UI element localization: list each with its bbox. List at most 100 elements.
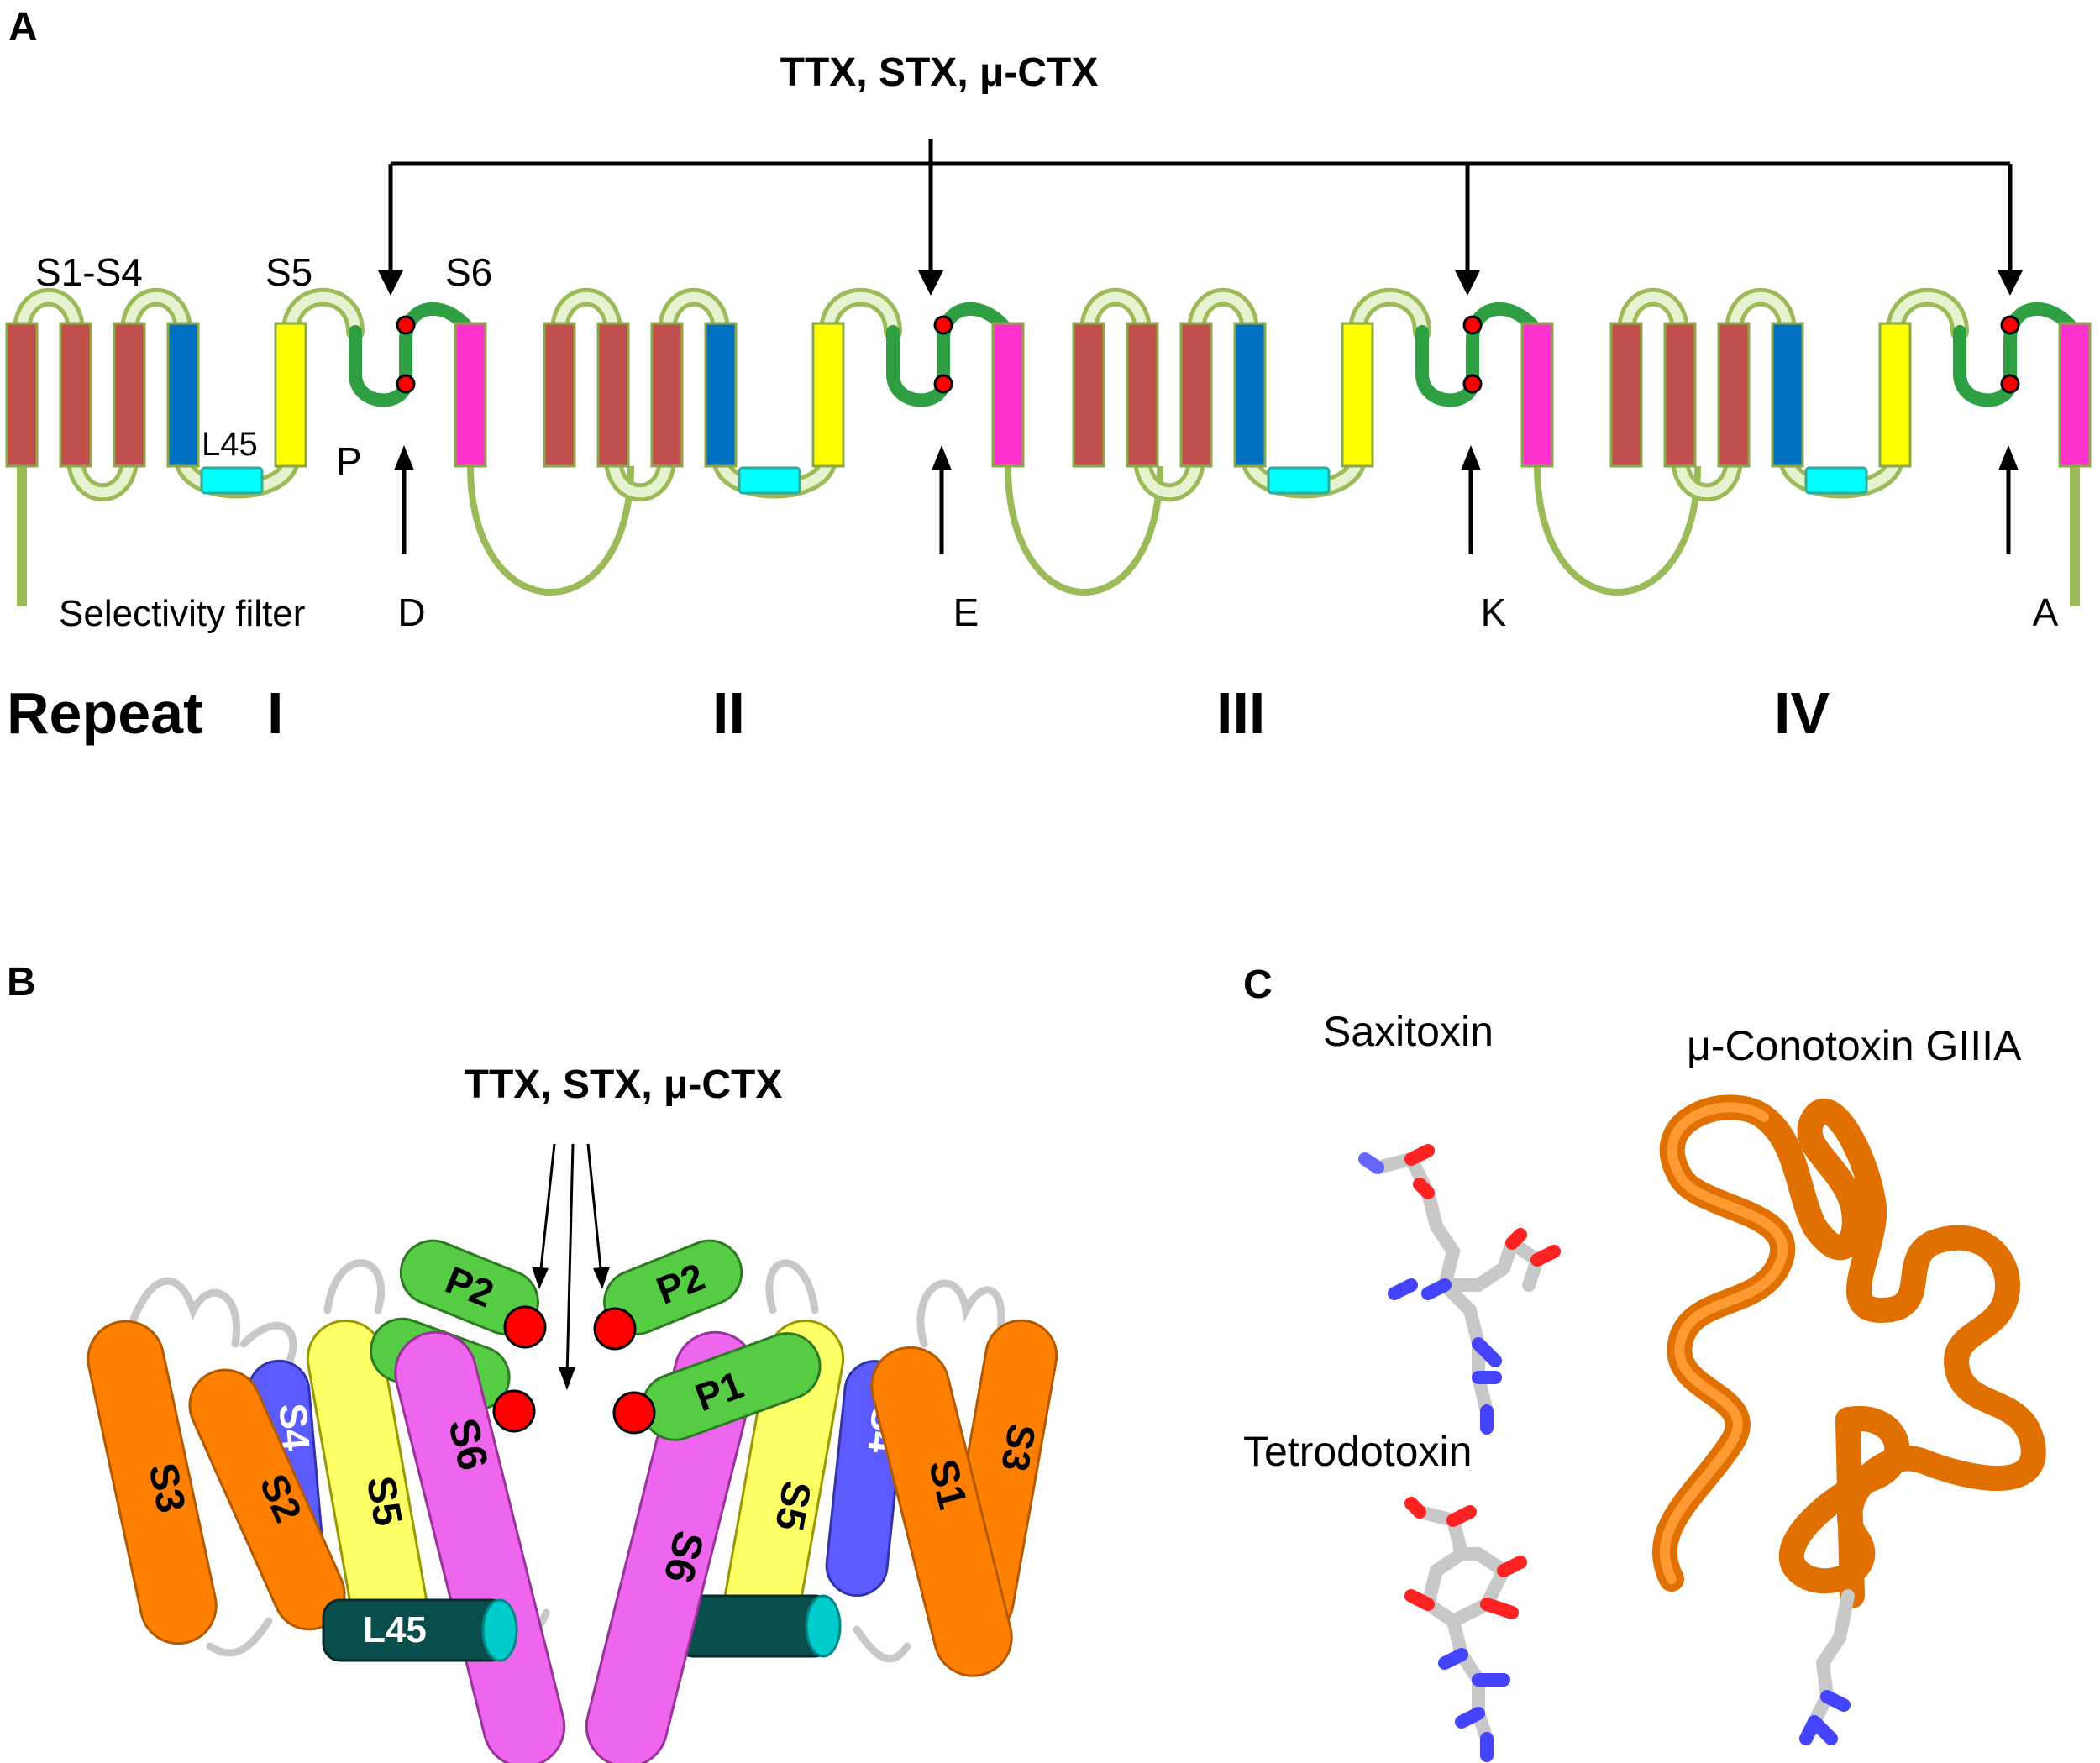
panel-a-label: A <box>8 5 38 50</box>
repeat-4 <box>1609 287 2092 554</box>
extracellular-loop-inner <box>823 291 898 337</box>
helix-s1 <box>543 322 576 468</box>
toxin-bracket-arrowheads <box>378 270 2023 296</box>
saxitoxin-structure <box>1358 1144 1561 1435</box>
helix-s5 <box>811 322 845 468</box>
label-p: P <box>336 439 362 483</box>
helix-s4 <box>704 322 738 468</box>
extracellular-loop-inner <box>662 291 726 337</box>
helix-left-s3: S3 <box>87 1320 218 1645</box>
helix-s5 <box>1878 322 1912 468</box>
helix-s6 <box>991 322 1025 468</box>
selectivity-arrowhead <box>932 445 952 470</box>
residue-dot-inner <box>396 374 416 394</box>
extracellular-loop-inner <box>1352 291 1427 337</box>
toxin-bracket <box>388 139 2013 277</box>
domain-repeats <box>5 287 2092 596</box>
svg-text:L45: L45 <box>363 1609 427 1650</box>
helix-s3 <box>1717 322 1751 468</box>
panel-a: A TTX, STX, μ-CTX S1-S4 S5 S6 P L45 Sele… <box>5 5 2092 746</box>
residue-dot-outer <box>1462 315 1483 335</box>
helix-s4 <box>166 322 200 468</box>
intracellular-loop-inner <box>608 453 672 498</box>
residue-label-k: K <box>1481 590 1507 634</box>
extracellular-loop-inner <box>1729 291 1793 337</box>
repeat-i: I <box>267 680 283 746</box>
extracellular-loop-inner <box>1084 291 1147 337</box>
panel-c: C Saxitoxin Tetrodotoxin μ-Conotoxin GII… <box>1243 963 2046 1762</box>
extracellular-loop-inner <box>1890 291 1965 337</box>
inter-repeat-linker <box>1534 465 1701 596</box>
helix-s3 <box>650 322 684 468</box>
helix-s6 <box>1520 322 1554 468</box>
repeat-ii: II <box>712 680 745 746</box>
helix-s2 <box>1126 322 1159 468</box>
extracellular-loop-inner <box>1191 291 1255 337</box>
panel-b-toxins-label: TTX, STX, μ-CTX <box>465 1063 783 1107</box>
tetrodotoxin-structure <box>1404 1497 1527 1762</box>
residue-dot-inner <box>2000 374 2020 394</box>
helix-s2 <box>1663 322 1697 468</box>
panel-b-arrows <box>538 1143 603 1378</box>
helix-s4 <box>1771 322 1804 468</box>
label-conotoxin: μ-Conotoxin GIIIA <box>1687 1022 2022 1069</box>
selectivity-arrowhead <box>1998 445 2019 470</box>
helix-left-s6: S6 <box>394 1330 566 1763</box>
label-tetrodotoxin: Tetrodotoxin <box>1243 1428 1472 1475</box>
panel-c-label: C <box>1243 963 1273 1007</box>
svg-text:S3: S3 <box>993 1420 1044 1474</box>
helix-left-s2: S2 <box>188 1368 346 1631</box>
panel-b: B TTX, STX, μ-CTX S3 <box>7 960 1058 1763</box>
label-s6: S6 <box>445 250 492 294</box>
inter-repeat-linker <box>1005 465 1163 596</box>
residue-label-a: A <box>2033 590 2059 634</box>
helix-s2 <box>596 322 630 468</box>
intracellular-loop-inner <box>71 453 134 498</box>
selectivity-arrowhead <box>394 445 414 470</box>
residue-dot-inner <box>933 374 953 394</box>
helix-s5 <box>274 322 307 468</box>
residue-dot-outer <box>933 315 953 335</box>
repeat-iii: III <box>1216 680 1265 746</box>
helix-right-l45 <box>675 1594 842 1658</box>
repeat-2 <box>543 287 1163 596</box>
label-selectivity-filter: Selectivity filter <box>59 593 305 634</box>
panel-a-toxins-label: TTX, STX, μ-CTX <box>780 50 1099 95</box>
helix-right-s1: S1 <box>870 1346 1013 1677</box>
panel-b-label: B <box>7 960 36 1005</box>
extracellular-loop-inner <box>286 291 360 337</box>
helix-s1 <box>1072 322 1105 468</box>
helix-s4 <box>1233 322 1267 468</box>
repeat-iv: IV <box>1774 680 1830 746</box>
helix-s1 <box>5 322 39 468</box>
panel-b-residue-dots <box>492 1305 656 1435</box>
extracellular-loop-inner <box>17 291 81 337</box>
residue-dot-outer <box>396 315 416 335</box>
svg-text:S5: S5 <box>766 1477 818 1534</box>
l45-segment <box>1267 466 1331 495</box>
residue-label-e: E <box>953 590 979 634</box>
residue-label-d: D <box>397 590 425 634</box>
helix-left-s5: S5 <box>306 1320 430 1655</box>
l45-segment <box>1804 466 1868 495</box>
extracellular-loop-inner <box>554 291 618 337</box>
conotoxin-structure <box>1651 1094 2046 1745</box>
helix-s1 <box>1609 322 1643 468</box>
l45-segment <box>200 466 264 495</box>
repeat-1 <box>5 287 634 596</box>
inter-repeat-linker <box>467 465 634 596</box>
extracellular-loop-inner <box>1621 291 1685 337</box>
helix-s6 <box>2058 322 2092 468</box>
panel-b-arrowheads <box>532 1267 610 1390</box>
svg-text:S3: S3 <box>139 1459 193 1516</box>
intracellular-loop-inner <box>1675 453 1739 498</box>
selectivity-arrowhead <box>1461 445 1481 470</box>
helix-s5 <box>1341 322 1374 468</box>
residue-dot-inner <box>1462 374 1483 394</box>
label-s5: S5 <box>265 250 312 294</box>
helix-s6 <box>454 322 487 468</box>
l45-segment <box>738 466 801 495</box>
residue-dot-outer <box>2000 315 2020 335</box>
label-saxitoxin: Saxitoxin <box>1323 1008 1494 1055</box>
